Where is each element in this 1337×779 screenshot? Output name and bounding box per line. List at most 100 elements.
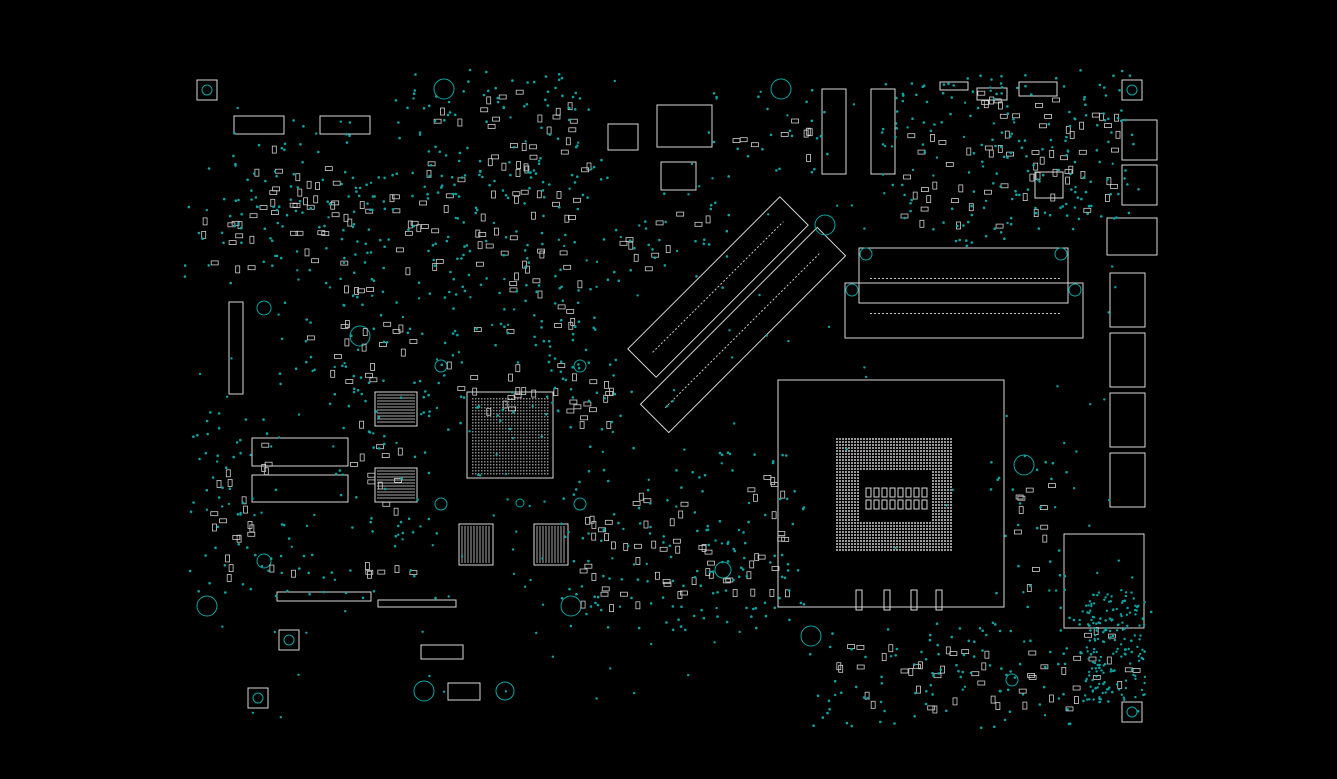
test-point[interactable] [1140,688,1144,692]
smd-component[interactable] [560,149,569,155]
test-point[interactable] [945,504,949,507]
test-point[interactable] [235,441,239,444]
smd-component[interactable] [537,248,545,254]
smd-component[interactable] [570,317,576,326]
smd-component[interactable] [577,280,583,289]
test-point[interactable] [1121,628,1125,631]
test-point[interactable] [444,154,448,157]
test-point[interactable] [454,192,458,196]
test-point[interactable] [308,268,312,272]
test-point[interactable] [1130,668,1134,672]
socket-cap[interactable] [913,499,920,510]
test-point[interactable] [1080,652,1083,655]
test-point[interactable] [277,205,281,208]
test-point[interactable] [932,674,935,677]
test-point[interactable] [889,655,893,658]
smd-component[interactable] [708,570,714,579]
test-point[interactable] [352,374,356,378]
test-point[interactable] [201,237,204,240]
smd-component[interactable] [370,362,376,371]
test-point[interactable] [972,655,976,658]
test-point[interactable] [651,248,654,251]
test-point[interactable] [541,603,545,606]
test-point[interactable] [428,410,431,413]
test-point[interactable] [1005,414,1008,418]
test-point[interactable] [294,209,298,213]
test-point[interactable] [352,210,356,214]
test-point[interactable] [479,283,483,287]
test-point[interactable] [1021,693,1025,696]
smd-component[interactable] [777,531,786,536]
test-point[interactable] [577,366,581,370]
test-point[interactable] [984,199,988,203]
test-point[interactable] [282,523,286,527]
test-point[interactable] [746,155,750,158]
smd-component[interactable] [918,661,923,670]
test-point[interactable] [1068,110,1071,114]
connector[interactable] [251,474,349,503]
test-point[interactable] [534,343,538,347]
smd-component[interactable] [525,265,530,274]
test-point[interactable] [1065,202,1068,206]
smd-component[interactable] [678,510,684,519]
smd-component[interactable] [340,260,349,266]
smd-component[interactable] [522,260,527,269]
test-point[interactable] [1098,666,1101,669]
test-point[interactable] [279,554,283,558]
test-point[interactable] [274,488,278,492]
test-point[interactable] [1096,686,1099,689]
smd-component[interactable] [771,511,777,520]
test-point[interactable] [341,473,345,477]
socket-cap[interactable] [921,487,928,498]
test-point[interactable] [488,183,491,187]
test-point[interactable] [750,615,753,618]
test-point[interactable] [1090,618,1093,622]
test-point[interactable] [482,93,486,97]
test-point[interactable] [328,286,332,289]
test-point[interactable] [196,433,199,437]
test-point[interactable] [1110,131,1113,134]
smd-component[interactable] [977,90,986,96]
socket-cap[interactable] [865,499,872,510]
test-point[interactable] [287,537,291,540]
test-point[interactable] [1108,629,1112,633]
test-point[interactable] [401,315,405,319]
smd-component[interactable] [573,404,582,410]
socket-standoff[interactable] [855,589,863,611]
test-point[interactable] [894,546,897,550]
test-point[interactable] [1088,674,1091,677]
test-point[interactable] [1063,588,1066,592]
test-point[interactable] [506,323,510,326]
test-point[interactable] [1082,699,1085,703]
test-point[interactable] [379,238,382,242]
test-point[interactable] [352,223,356,226]
test-point[interactable] [1114,286,1117,289]
smd-component[interactable] [404,230,413,236]
smd-component[interactable] [1039,123,1047,129]
test-point[interactable] [383,434,386,438]
socket-cap[interactable] [881,487,888,498]
smd-component[interactable] [1018,688,1027,694]
test-point[interactable] [1049,560,1052,563]
test-point[interactable] [1034,206,1037,210]
test-point[interactable] [576,207,580,211]
test-point[interactable] [1048,213,1052,217]
test-point[interactable] [511,79,514,82]
test-point[interactable] [589,605,593,608]
test-point[interactable] [277,436,281,439]
test-point[interactable] [675,505,678,508]
connector[interactable] [420,644,464,660]
test-point[interactable] [714,201,717,205]
test-point[interactable] [257,143,261,147]
test-point[interactable] [547,360,551,364]
test-point[interactable] [1050,477,1053,481]
test-point[interactable] [1076,196,1080,199]
smd-component[interactable] [1018,506,1024,514]
test-point[interactable] [479,474,482,477]
test-point[interactable] [1125,613,1129,616]
test-point[interactable] [224,591,227,594]
test-point[interactable] [468,430,471,433]
test-point[interactable] [523,249,527,252]
test-point[interactable] [440,174,444,178]
smd-component[interactable] [537,290,543,299]
